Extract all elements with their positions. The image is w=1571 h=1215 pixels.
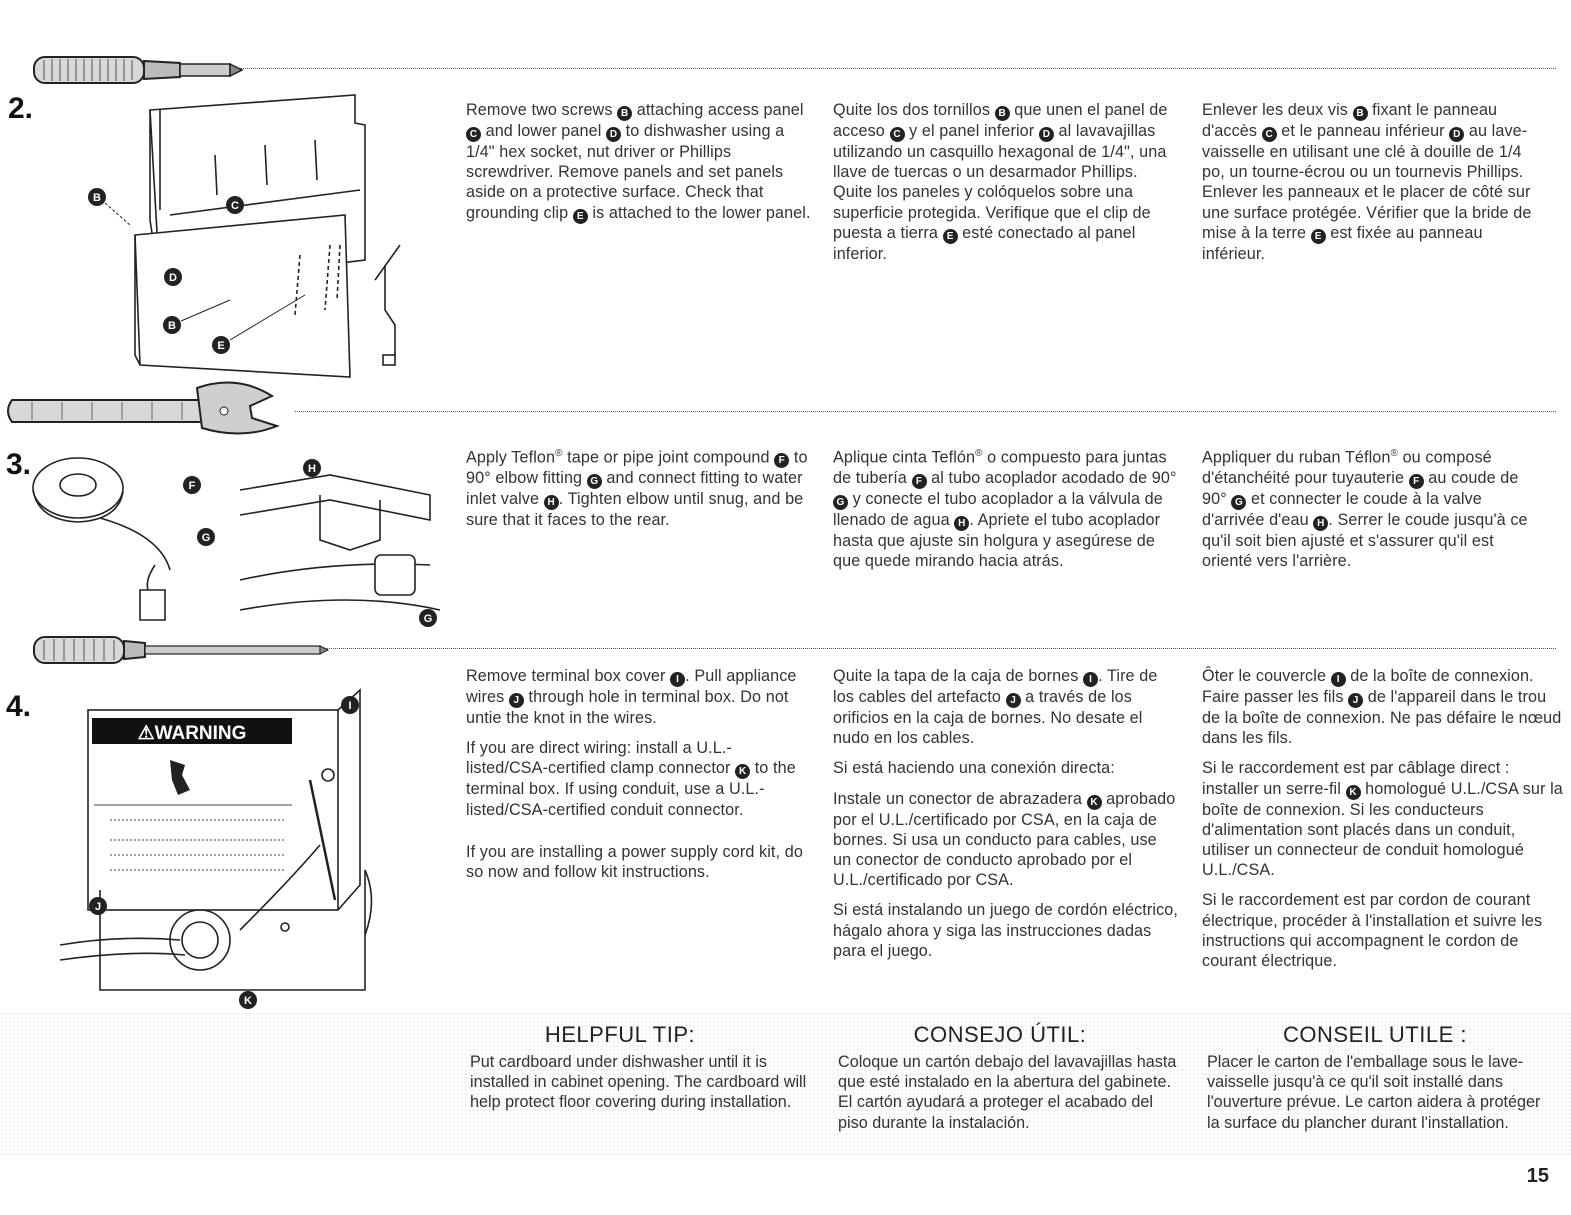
svg-text:E: E [217,340,224,352]
callout-b: B [617,106,633,121]
step-number: 2. [8,92,34,125]
step-3-french: Appliquer du ruban Téflon® ou composé d'… [1202,444,1547,581]
callout-i: I [1083,672,1099,687]
paragraph: Apply Teflon® tape or pipe joint compoun… [466,448,808,530]
callout-h: H [954,515,970,531]
paragraph: Quite la tapa de la caja de bornes I. Ti… [833,667,1158,748]
callout-k: K [1345,784,1361,800]
step-3-spanish: Aplique cinta Teflón® o compuesto para j… [833,444,1178,581]
tip-title-english: HELPFUL TIP: [544,1022,696,1047]
paragraph: Ôter le couvercle I de la boîte de conne… [1202,667,1562,748]
paragraph: Appliquer du ruban Téflon® ou composé d'… [1202,448,1528,570]
callout-d: D [1038,127,1054,142]
step-3-rule [295,411,1556,412]
callout-h: H [543,495,559,511]
paragraph: Si le raccordement est par cordon de cou… [1202,891,1543,971]
svg-text:D: D [169,272,177,284]
callout-d: D [606,127,621,142]
paragraph: Si le raccordement est par câblage direc… [1202,759,1563,880]
paragraph: If you are installing a power supply cor… [466,842,803,882]
registered-mark: ® [555,448,563,459]
tip-text-french: Placer le carton de l'emballage sous le … [1207,1053,1541,1132]
step-2-spanish: Quite los dos tornillos B que unen el pa… [833,100,1178,274]
callout-c: C [1261,127,1277,142]
svg-text:J: J [95,901,101,913]
callout-j: J [508,693,524,708]
tip-text-spanish: Coloque un cartón debajo del lavavajilla… [838,1053,1177,1132]
teflon-tape-elbow-illustration: F G H G [32,457,441,627]
step-4-spanish: Quite la tapa de la caja de bornes I. Ti… [833,666,1178,971]
callout-c: C [466,127,481,142]
svg-text:B: B [93,192,101,204]
svg-text:H: H [308,463,316,475]
tip-text-english: Put cardboard under dishwasher until it … [470,1053,807,1112]
hand-shock-icon [170,760,190,795]
tip-title-spanish: CONSEJO ÚTIL: [913,1022,1087,1047]
paragraph: Remove terminal box cover I. Pull applia… [466,667,797,727]
step-4-rule [240,648,1556,649]
paragraph: Aplique cinta Teflón® o compuesto para j… [833,448,1177,570]
warning-label: ⚠WARNING [138,723,247,744]
paragraph: Enlever les deux vis B fixant le panneau… [1202,101,1532,263]
paragraph: Si está instalando un juego de cordón el… [833,901,1178,960]
registered-mark: ® [1390,448,1398,459]
step-3-english: Apply Teflon® tape or pipe joint compoun… [466,444,811,541]
callout-f: F [911,473,927,489]
callout-h: H [1313,515,1329,531]
callout-b: B [1352,106,1368,121]
callout-j: J [1348,693,1364,708]
step-4-french: Ôter le couvercle I de la boîte de conne… [1202,666,1567,981]
paragraph: Si está haciendo una conexión directa: [833,759,1115,778]
svg-text:G: G [202,532,211,544]
callout-g: G [833,494,848,510]
callout-d: D [1449,127,1465,142]
callout-i: I [670,672,686,687]
screwdriver-icon [33,56,244,84]
svg-text:G: G [424,613,433,625]
svg-text:B: B [168,320,176,332]
wrench-icon [7,381,280,435]
callout-f: F [1408,473,1424,489]
callout-e: E [1310,228,1326,244]
helpful-tip-band [0,1012,1571,1157]
page-number: 15 [1526,1165,1549,1187]
step-4-english: Remove terminal box cover I. Pull applia… [466,666,811,892]
callout-c: C [889,127,905,142]
paragraph: Quite los dos tornillos B que unen el pa… [833,101,1168,263]
step-2-french: Enlever les deux vis B fixant le panneau… [1202,100,1547,274]
callout-e: E [572,208,588,224]
paragraph: Remove two screws B attaching access pan… [466,101,811,224]
svg-text:I: I [348,700,351,712]
step-number: 4. [6,690,32,723]
callout-e: E [942,228,958,244]
step-2-rule [240,68,1556,69]
callout-b: B [994,106,1010,121]
callout-j: J [1005,693,1021,708]
callout-k: K [1086,794,1102,810]
step-number: 3. [6,448,32,481]
svg-text:C: C [231,200,239,212]
callout-g: G [586,474,602,490]
callout-g: G [1231,494,1247,510]
tip-title-french: CONSEIL UTILE : [1283,1022,1467,1047]
terminal-box-illustration: ⚠WARNING I J K [60,688,373,1009]
paragraph: If you are direct wiring: install a U.L.… [466,739,796,819]
screwdriver-icon [33,636,330,664]
callout-f: F [774,453,790,469]
step-2-english: Remove two screws B attaching access pan… [466,100,811,234]
svg-text:K: K [244,995,252,1007]
access-panel-illustration: B C D B E [88,94,401,378]
registered-mark: ® [975,448,983,459]
paragraph: Instale un conector de abrazadera K apro… [833,789,1176,890]
callout-k: K [735,764,751,780]
svg-text:F: F [189,480,196,492]
callout-i: I [1330,672,1346,687]
